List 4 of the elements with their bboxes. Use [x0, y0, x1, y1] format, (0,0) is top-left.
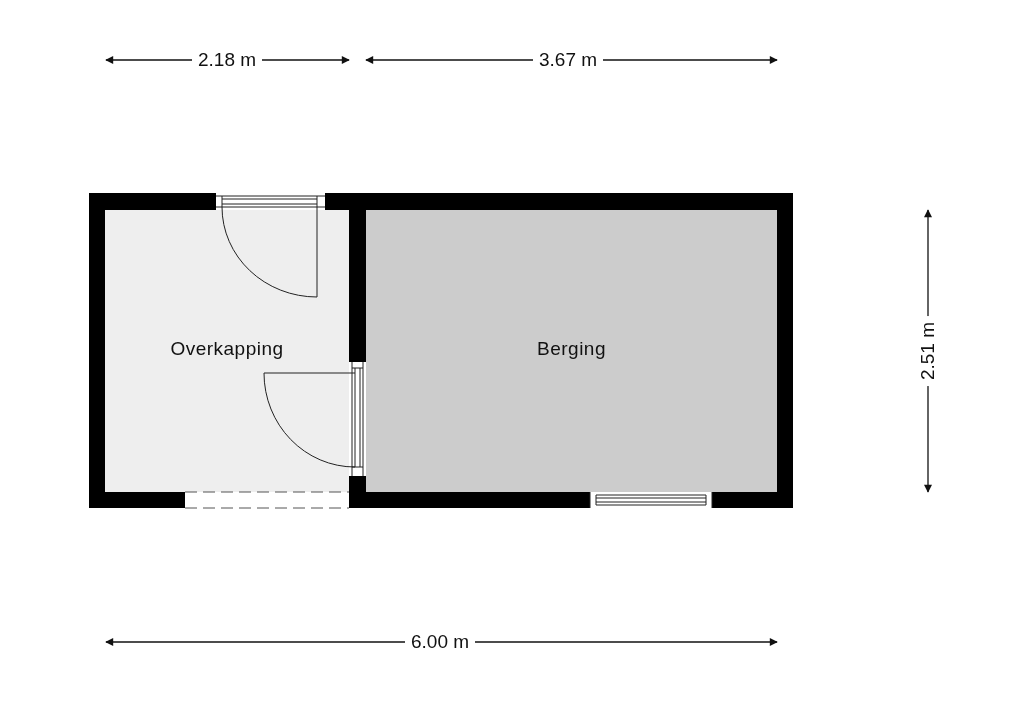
room-area — [366, 210, 777, 492]
room-label: Berging — [537, 338, 606, 360]
room-area — [105, 210, 349, 492]
room-label: Overkapping — [170, 338, 284, 360]
